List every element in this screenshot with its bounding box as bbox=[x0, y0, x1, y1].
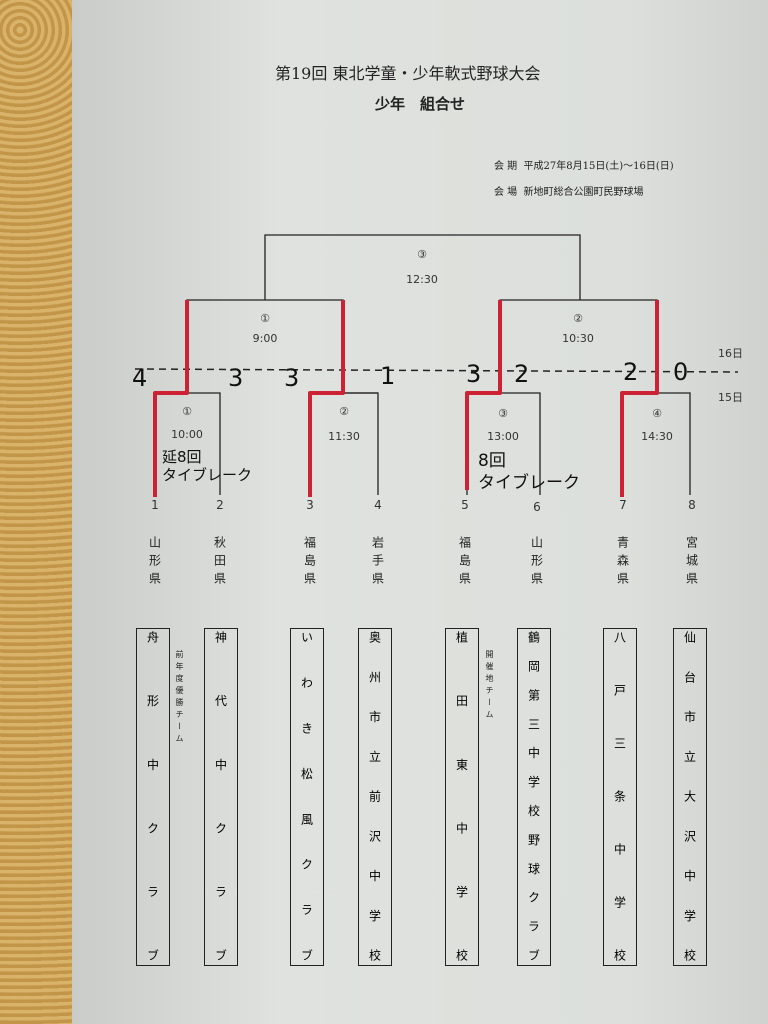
semi2-number: ② bbox=[573, 312, 583, 325]
seed-1: 1 bbox=[151, 498, 159, 512]
prefecture-2: 秋田県 bbox=[212, 536, 227, 590]
prefecture-4: 岩手県 bbox=[370, 536, 385, 590]
final-time: 12:30 bbox=[406, 273, 438, 286]
score-team1: 4 bbox=[132, 364, 148, 392]
winner-path-team5 bbox=[465, 300, 502, 490]
host-team-note: 開催地チーム bbox=[485, 650, 494, 722]
seed-3: 3 bbox=[306, 498, 314, 512]
qf3-handwritten-note: 8回 タイブレーク bbox=[478, 451, 580, 493]
period: 会 期 平成27年8月15日(土)～16日(日) bbox=[494, 157, 674, 172]
winner-path-team1 bbox=[153, 300, 189, 497]
seed-5: 5 bbox=[461, 498, 469, 512]
qf1-number: ① bbox=[182, 405, 192, 418]
seed-2: 2 bbox=[216, 498, 224, 512]
qf3-number: ③ bbox=[498, 407, 508, 420]
team-name-7: 八戸三条中学校 bbox=[612, 631, 627, 961]
seed-6: 6 bbox=[533, 500, 541, 514]
team-name-8: 仙台市立大沢中学校 bbox=[682, 631, 697, 961]
corkboard-background bbox=[0, 0, 80, 1024]
score-team8: 0 bbox=[673, 358, 689, 386]
qf1-handwritten-note: 延8回 タイブレーク bbox=[162, 448, 253, 484]
final-number: ③ bbox=[417, 248, 427, 261]
semi1-number: ① bbox=[260, 312, 270, 325]
document-subtitle: 少年 組合せ bbox=[375, 95, 466, 113]
winner-path-team7 bbox=[620, 300, 659, 497]
prefecture-7: 青森県 bbox=[615, 536, 630, 590]
prefecture-6: 山形県 bbox=[529, 536, 544, 590]
team-box-6: 鶴岡第三中学校野球クラブ bbox=[517, 628, 551, 966]
seed-7: 7 bbox=[619, 498, 627, 512]
semi1-time: 9:00 bbox=[252, 332, 278, 345]
winner-path-team3 bbox=[308, 300, 345, 497]
venue-label: 会 場 bbox=[494, 187, 518, 198]
document-title: 第19回 東北学童・少年軟式野球大会 bbox=[275, 64, 541, 83]
qf3-time: 13:00 bbox=[487, 430, 519, 443]
seed-8: 8 bbox=[688, 498, 696, 512]
bracket-sheet bbox=[72, 0, 768, 1024]
score-team6: 2 bbox=[514, 360, 530, 388]
team-name-6: 鶴岡第三中学校野球クラブ bbox=[526, 631, 541, 961]
team-box-7: 八戸三条中学校 bbox=[603, 628, 637, 966]
score-team5: 3 bbox=[466, 360, 482, 388]
prefecture-3: 福島県 bbox=[302, 536, 317, 590]
final-bracket bbox=[264, 234, 581, 300]
seed-4: 4 bbox=[374, 498, 382, 512]
prefecture-8: 宮城県 bbox=[684, 536, 699, 590]
team-box-8: 仙台市立大沢中学校 bbox=[673, 628, 707, 966]
team-box-3: いわき松風クラブ bbox=[290, 628, 324, 966]
venue: 会 場 新地町総合公園町民野球場 bbox=[494, 183, 644, 198]
qf2-number: ② bbox=[339, 405, 349, 418]
qf1-time: 10:00 bbox=[171, 428, 203, 441]
team-box-4: 奥州市立前沢中学校 bbox=[358, 628, 392, 966]
prefecture-5: 福島県 bbox=[457, 536, 472, 590]
team-name-1: 舟形中クラブ bbox=[145, 631, 160, 961]
defending-champion-note: 前年度優勝チーム bbox=[175, 650, 184, 746]
team-name-2: 神代中クラブ bbox=[213, 631, 228, 961]
qf4-time: 14:30 bbox=[641, 430, 673, 443]
score-team2: 3 bbox=[228, 364, 244, 392]
team-box-2: 神代中クラブ bbox=[204, 628, 238, 966]
qf4-number: ④ bbox=[652, 407, 662, 420]
day-divider bbox=[134, 368, 739, 373]
team-name-3: いわき松風クラブ bbox=[299, 631, 314, 961]
prefecture-1: 山形県 bbox=[147, 536, 162, 590]
team-box-1: 舟形中クラブ bbox=[136, 628, 170, 966]
score-team4: 1 bbox=[380, 362, 396, 390]
team-box-5: 植田東中学校 bbox=[445, 628, 479, 966]
score-team3: 3 bbox=[284, 364, 300, 392]
day15-label: 15日 bbox=[718, 391, 743, 404]
team-name-5: 植田東中学校 bbox=[454, 631, 469, 961]
semi2-time: 10:30 bbox=[562, 332, 594, 345]
period-label: 会 期 bbox=[494, 161, 518, 172]
score-team7: 2 bbox=[623, 358, 639, 386]
qf2-time: 11:30 bbox=[328, 430, 360, 443]
team-name-4: 奥州市立前沢中学校 bbox=[367, 631, 382, 961]
venue-value: 新地町総合公園町民野球場 bbox=[523, 187, 644, 198]
day16-label: 16日 bbox=[718, 347, 743, 360]
period-value: 平成27年8月15日(土)～16日(日) bbox=[523, 161, 674, 172]
